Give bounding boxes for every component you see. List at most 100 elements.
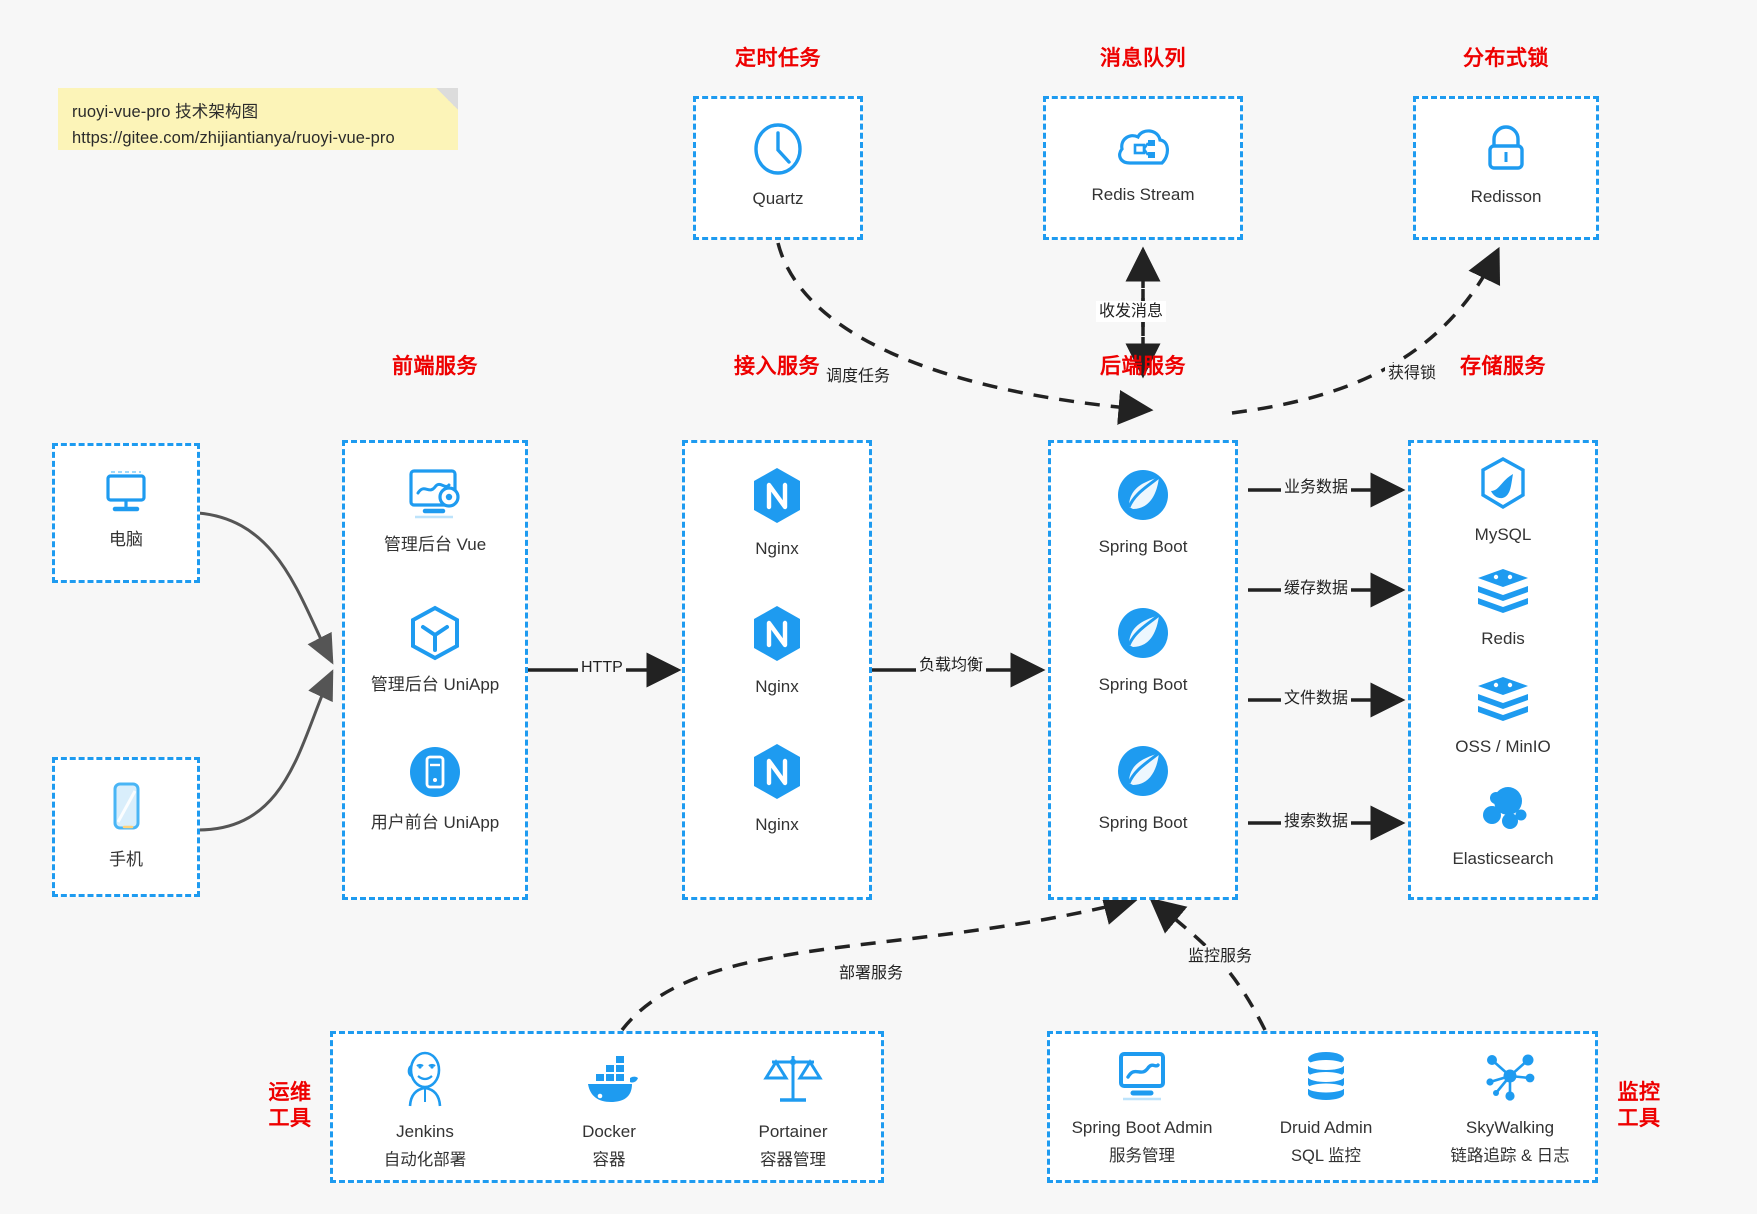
node-oss-minio[interactable]: OSS / MinIO xyxy=(1411,673,1595,758)
node-spring-boot-admin[interactable]: Spring Boot Admin 服务管理 xyxy=(1050,1048,1234,1167)
node-sublabel: SQL 监控 xyxy=(1291,1147,1361,1166)
group-label-frontend: 前端服务 xyxy=(392,355,478,378)
network-nodes-icon xyxy=(1480,1048,1540,1111)
node-sublabel: 服务管理 xyxy=(1109,1147,1175,1166)
node-label: 用户前台 UniApp xyxy=(370,813,500,832)
node-label: Nginx xyxy=(755,539,799,558)
group-label-scheduled-task: 定时任务 xyxy=(735,47,821,70)
node-sublabel: 链路追踪 & 日志 xyxy=(1450,1147,1570,1166)
monitor-label-line1: 监控 xyxy=(1617,1081,1661,1104)
node-springboot-1[interactable]: Spring Boot xyxy=(1051,465,1235,558)
dashboard-gear-icon xyxy=(403,465,467,528)
edge-label-http: HTTP xyxy=(578,657,626,679)
node-label: 管理后台 Vue xyxy=(383,535,487,554)
node-springboot-3[interactable]: Spring Boot xyxy=(1051,741,1235,834)
edge-label-send-recv-message: 收发消息 xyxy=(1096,301,1167,323)
phone-icon xyxy=(102,778,150,843)
node-label: Portainer xyxy=(758,1122,828,1141)
node-label: Redisson xyxy=(1470,187,1542,206)
node-springboot-2[interactable]: Spring Boot xyxy=(1051,603,1235,696)
group-box-client-pc[interactable]: 电脑 xyxy=(52,443,200,583)
group-box-frontend[interactable]: 管理后台 Vue 管理后台 UniApp 用户前台 UniApp xyxy=(342,440,528,900)
monitor-chart-icon xyxy=(1111,1048,1173,1111)
node-skywalking[interactable]: SkyWalking 链路追踪 & 日志 xyxy=(1418,1048,1602,1167)
group-box-monitor-tools[interactable]: Spring Boot Admin 服务管理 Druid Admin xyxy=(1047,1031,1598,1183)
node-druid-admin[interactable]: Druid Admin SQL 监控 xyxy=(1234,1048,1418,1167)
desktop-icon xyxy=(97,466,155,523)
node-mysql[interactable]: MySQL xyxy=(1411,455,1595,546)
cube-icon xyxy=(406,603,464,668)
node-label: Spring Boot xyxy=(1098,675,1188,694)
diagram-note: ruoyi-vue-pro 技术架构图 https://gitee.com/zh… xyxy=(58,88,458,150)
edge-label-business-data: 业务数据 xyxy=(1281,477,1352,499)
lock-icon xyxy=(1478,121,1534,180)
group-label-gateway: 接入服务 xyxy=(734,355,820,378)
node-label: Jenkins xyxy=(396,1122,454,1141)
node-label: Elasticsearch xyxy=(1452,849,1554,868)
node-sublabel: 容器 xyxy=(592,1151,626,1170)
node-nginx-3[interactable]: Nginx xyxy=(685,741,869,836)
nginx-icon xyxy=(748,741,806,808)
node-mobile[interactable]: 手机 xyxy=(55,778,197,871)
edge-backend-to-lock xyxy=(1231,246,1501,415)
group-box-ops-tools[interactable]: Jenkins 自动化部署 Docker 容器 xyxy=(330,1031,884,1183)
node-label: Druid Admin xyxy=(1279,1118,1373,1137)
edge-label-schedule-task: 调度任务 xyxy=(823,366,894,388)
node-elasticsearch[interactable]: Elasticsearch xyxy=(1411,783,1595,870)
group-label-ops-tools: 运维 工具 xyxy=(258,1080,322,1133)
node-jenkins[interactable]: Jenkins 自动化部署 xyxy=(333,1048,517,1171)
node-label: Spring Boot xyxy=(1098,537,1188,556)
mobile-circle-icon xyxy=(406,743,464,806)
node-nginx-1[interactable]: Nginx xyxy=(685,465,869,560)
node-nginx-2[interactable]: Nginx xyxy=(685,603,869,698)
group-box-storage[interactable]: MySQL Redis OSS xyxy=(1408,440,1598,900)
node-label: Nginx xyxy=(755,815,799,834)
group-label-monitor-tools: 监控 工具 xyxy=(1607,1080,1671,1133)
node-label: OSS / MinIO xyxy=(1455,737,1551,756)
ops-label-line2: 工具 xyxy=(268,1107,312,1131)
node-user-uniapp[interactable]: 用户前台 UniApp xyxy=(345,743,525,834)
group-box-gateway[interactable]: Nginx Nginx Nginx xyxy=(682,440,872,900)
group-box-scheduled-task[interactable]: Quartz xyxy=(693,96,863,240)
node-redis[interactable]: Redis xyxy=(1411,565,1595,650)
group-box-client-mobile[interactable]: 手机 xyxy=(52,757,200,897)
group-box-backend[interactable]: Spring Boot Spring Boot Spring Boot xyxy=(1048,440,1238,900)
edge-label-file-data: 文件数据 xyxy=(1281,688,1352,710)
jenkins-butler-icon xyxy=(397,1048,453,1115)
edge-label-deploy-service: 部署服务 xyxy=(836,963,907,985)
group-label-storage: 存储服务 xyxy=(1460,355,1546,378)
nginx-icon xyxy=(748,465,806,532)
node-docker[interactable]: Docker 容器 xyxy=(517,1048,701,1171)
clock-icon xyxy=(750,121,806,182)
node-sublabel: 容器管理 xyxy=(760,1151,826,1170)
node-label: Nginx xyxy=(755,677,799,696)
group-box-distributed-lock[interactable]: Redisson xyxy=(1413,96,1599,240)
node-label: Redis xyxy=(1481,629,1525,648)
node-label: Quartz xyxy=(752,189,804,208)
node-admin-uniapp[interactable]: 管理后台 UniApp xyxy=(345,603,525,696)
nginx-icon xyxy=(748,603,806,670)
node-redis-stream[interactable]: Redis Stream xyxy=(1046,121,1240,206)
node-label: MySQL xyxy=(1474,525,1532,544)
node-pc[interactable]: 电脑 xyxy=(55,466,197,551)
node-admin-vue[interactable]: 管理后台 Vue xyxy=(345,465,525,556)
monitor-label-line2: 工具 xyxy=(1617,1107,1661,1131)
edge-label-monitor-service: 监控服务 xyxy=(1185,946,1256,968)
group-label-message-queue: 消息队列 xyxy=(1100,47,1186,70)
node-portainer[interactable]: Portainer 容器管理 xyxy=(701,1048,885,1171)
oss-stack-icon xyxy=(1473,673,1533,730)
cloud-stream-icon xyxy=(1114,121,1172,178)
node-label: Docker xyxy=(582,1122,636,1141)
spring-leaf-icon xyxy=(1113,741,1173,806)
node-redisson[interactable]: Redisson xyxy=(1416,121,1596,208)
group-label-backend: 后端服务 xyxy=(1100,355,1186,378)
edge-pc-to-frontend xyxy=(197,511,334,665)
node-quartz[interactable]: Quartz xyxy=(696,121,860,210)
spring-leaf-icon xyxy=(1113,465,1173,530)
ops-label-line1: 运维 xyxy=(268,1081,312,1104)
edge-label-load-balance: 负载均衡 xyxy=(916,655,987,677)
group-box-message-queue[interactable]: Redis Stream xyxy=(1043,96,1243,240)
redis-stack-icon xyxy=(1473,565,1533,622)
node-label: SkyWalking xyxy=(1465,1118,1555,1137)
node-label: Spring Boot Admin xyxy=(1071,1118,1213,1137)
